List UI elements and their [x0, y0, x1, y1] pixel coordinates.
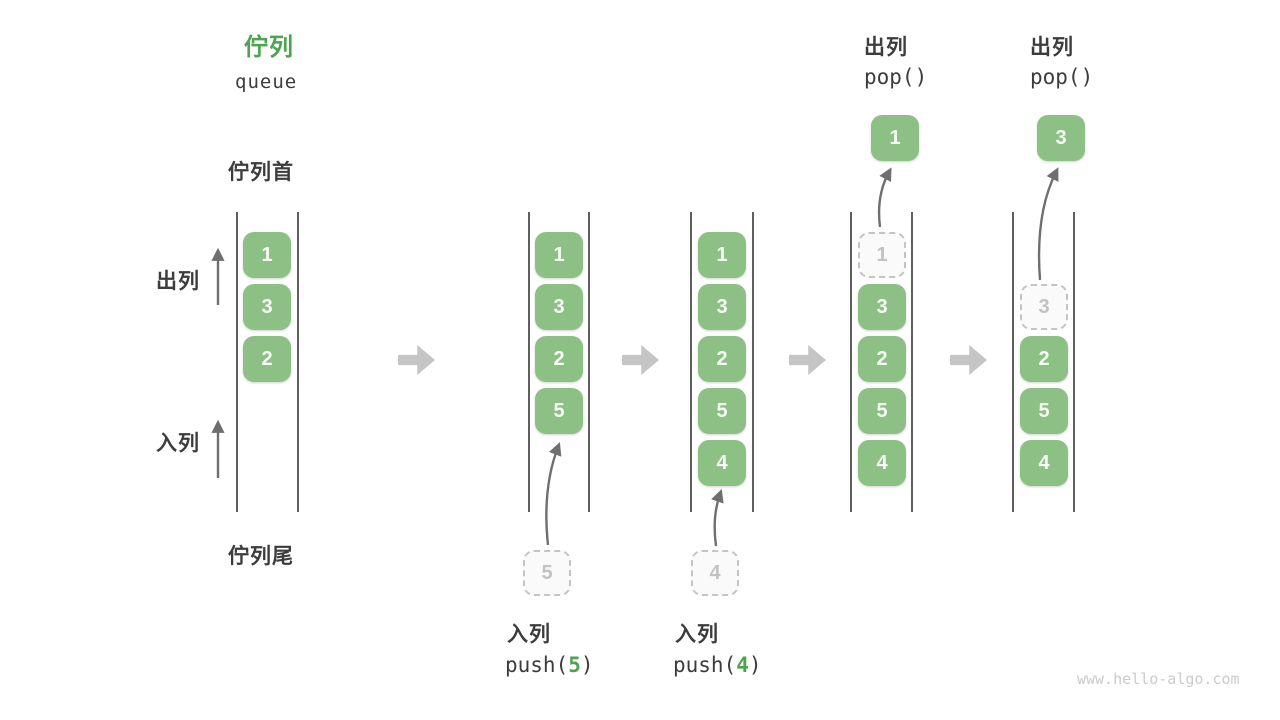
push-action-label: 入列: [507, 623, 551, 646]
queue-cell: 1: [698, 232, 746, 278]
pop-action-label: 出列: [1030, 36, 1074, 59]
flow-arrow-icon: [789, 345, 826, 375]
push-code-label: push(5): [505, 653, 594, 677]
pop-arrow-icon: [1037, 167, 1059, 281]
queue-cell: 5: [535, 388, 583, 434]
queue-rail: [911, 212, 913, 512]
staged-cell: 4: [691, 550, 739, 596]
queue-cell: 3: [535, 284, 583, 330]
popped-slot-cell: 3: [1020, 284, 1068, 330]
popped-slot-cell: 1: [858, 232, 906, 278]
queue-cell: 5: [858, 388, 906, 434]
flow-arrow-icon: [950, 345, 987, 375]
pop-arrow-icon: [877, 167, 892, 228]
queue-rail: [588, 212, 590, 512]
queue-cell: 3: [858, 284, 906, 330]
queue-rail: [850, 212, 852, 512]
queue-cell: 1: [535, 232, 583, 278]
page-title: 佇列: [244, 34, 294, 61]
queue-cell: 4: [1020, 440, 1068, 486]
queue-cell: 3: [698, 284, 746, 330]
push-code-arg: 4: [736, 653, 749, 677]
queue-cell: 5: [1020, 388, 1068, 434]
queue-rail: [690, 212, 692, 512]
watermark: www.hello-algo.com: [1077, 670, 1240, 688]
push-code-arg: 5: [568, 653, 581, 677]
popped-cell: 1: [871, 115, 919, 161]
queue-rail: [752, 212, 754, 512]
queue-rail: [1073, 212, 1075, 512]
staged-cell: 5: [523, 550, 571, 596]
flow-arrow-icon: [622, 345, 659, 375]
pop-action-label: 出列: [864, 36, 908, 59]
queue-cell: 4: [698, 440, 746, 486]
pop-code-label: pop(): [1030, 65, 1094, 89]
push-arrow-icon: [711, 489, 724, 547]
queue-rear-label: 佇列尾: [228, 545, 294, 568]
queue-cell: 2: [858, 336, 906, 382]
push-arrow-icon: [545, 442, 562, 546]
push-code-open: push(: [673, 653, 737, 677]
popped-cell: 3: [1037, 115, 1085, 161]
queue-rail: [236, 212, 238, 512]
queue-front-label: 佇列首: [228, 161, 294, 184]
queue-rail: [1012, 212, 1014, 512]
push-code-open: push(: [505, 653, 569, 677]
queue-cell: 3: [243, 284, 291, 330]
page-subtitle: queue: [235, 71, 298, 93]
queue-cell: 2: [698, 336, 746, 382]
queue-cell: 4: [858, 440, 906, 486]
dequeue-side-label: 出列: [156, 270, 200, 293]
enqueue-side-label: 入列: [156, 432, 200, 455]
queue-cell: 1: [243, 232, 291, 278]
queue-cell: 5: [698, 388, 746, 434]
queue-rail: [297, 212, 299, 512]
flow-arrow-icon: [398, 345, 435, 375]
push-code-close: ): [748, 653, 762, 677]
push-action-label: 入列: [675, 623, 719, 646]
push-code-close: ): [580, 653, 594, 677]
queue-rail: [528, 212, 530, 512]
queue-cell: 2: [1020, 336, 1068, 382]
pop-code-label: pop(): [864, 65, 928, 89]
queue-cell: 2: [243, 336, 291, 382]
queue-cell: 2: [535, 336, 583, 382]
push-code-label: push(4): [673, 653, 762, 677]
